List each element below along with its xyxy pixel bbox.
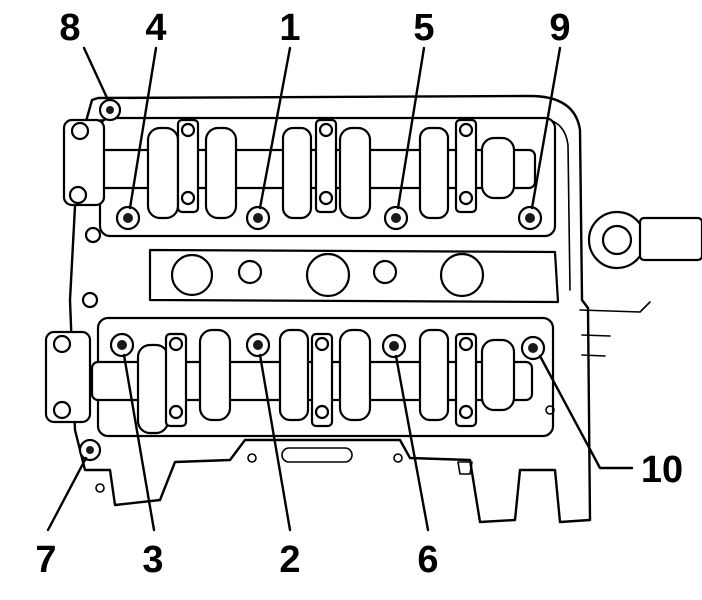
lower-details (95, 405, 555, 493)
callout-8: 8 (59, 7, 80, 49)
leader-lines (46, 46, 634, 532)
spark-plug-wells (170, 252, 485, 298)
callout-3: 3 (142, 539, 163, 581)
upper-end-cap-bolt-bottom (68, 185, 88, 205)
callout-4: 4 (145, 7, 166, 49)
upper-bearing-caps (176, 118, 478, 214)
lower-end-cap-bolt-bottom (52, 400, 72, 420)
lower-bearing-caps (164, 332, 478, 428)
tensioner-assembly (579, 210, 702, 357)
upper-end-cap-bolt-top (70, 121, 90, 141)
left-stud-a (84, 226, 102, 244)
left-stud-b (81, 291, 99, 309)
head-outline (68, 94, 592, 524)
upper-cam-lobes (146, 126, 516, 220)
callout-7: 7 (35, 539, 56, 581)
callout-5: 5 (413, 7, 434, 49)
callout-9: 9 (549, 7, 570, 49)
lower-cam-lobes (136, 328, 516, 435)
callout-1: 1 (279, 7, 300, 49)
lower-bolts (78, 332, 546, 462)
callout-labels: 8 4 1 5 9 7 3 2 6 10 (35, 7, 683, 581)
callout-2: 2 (279, 539, 300, 581)
upper-end-cap (62, 118, 106, 207)
lower-end-cap-bolt-top (52, 334, 72, 354)
upper-bolts (98, 98, 543, 231)
callout-6: 6 (417, 539, 438, 581)
callout-10: 10 (641, 449, 683, 491)
lower-end-cap (44, 330, 92, 424)
